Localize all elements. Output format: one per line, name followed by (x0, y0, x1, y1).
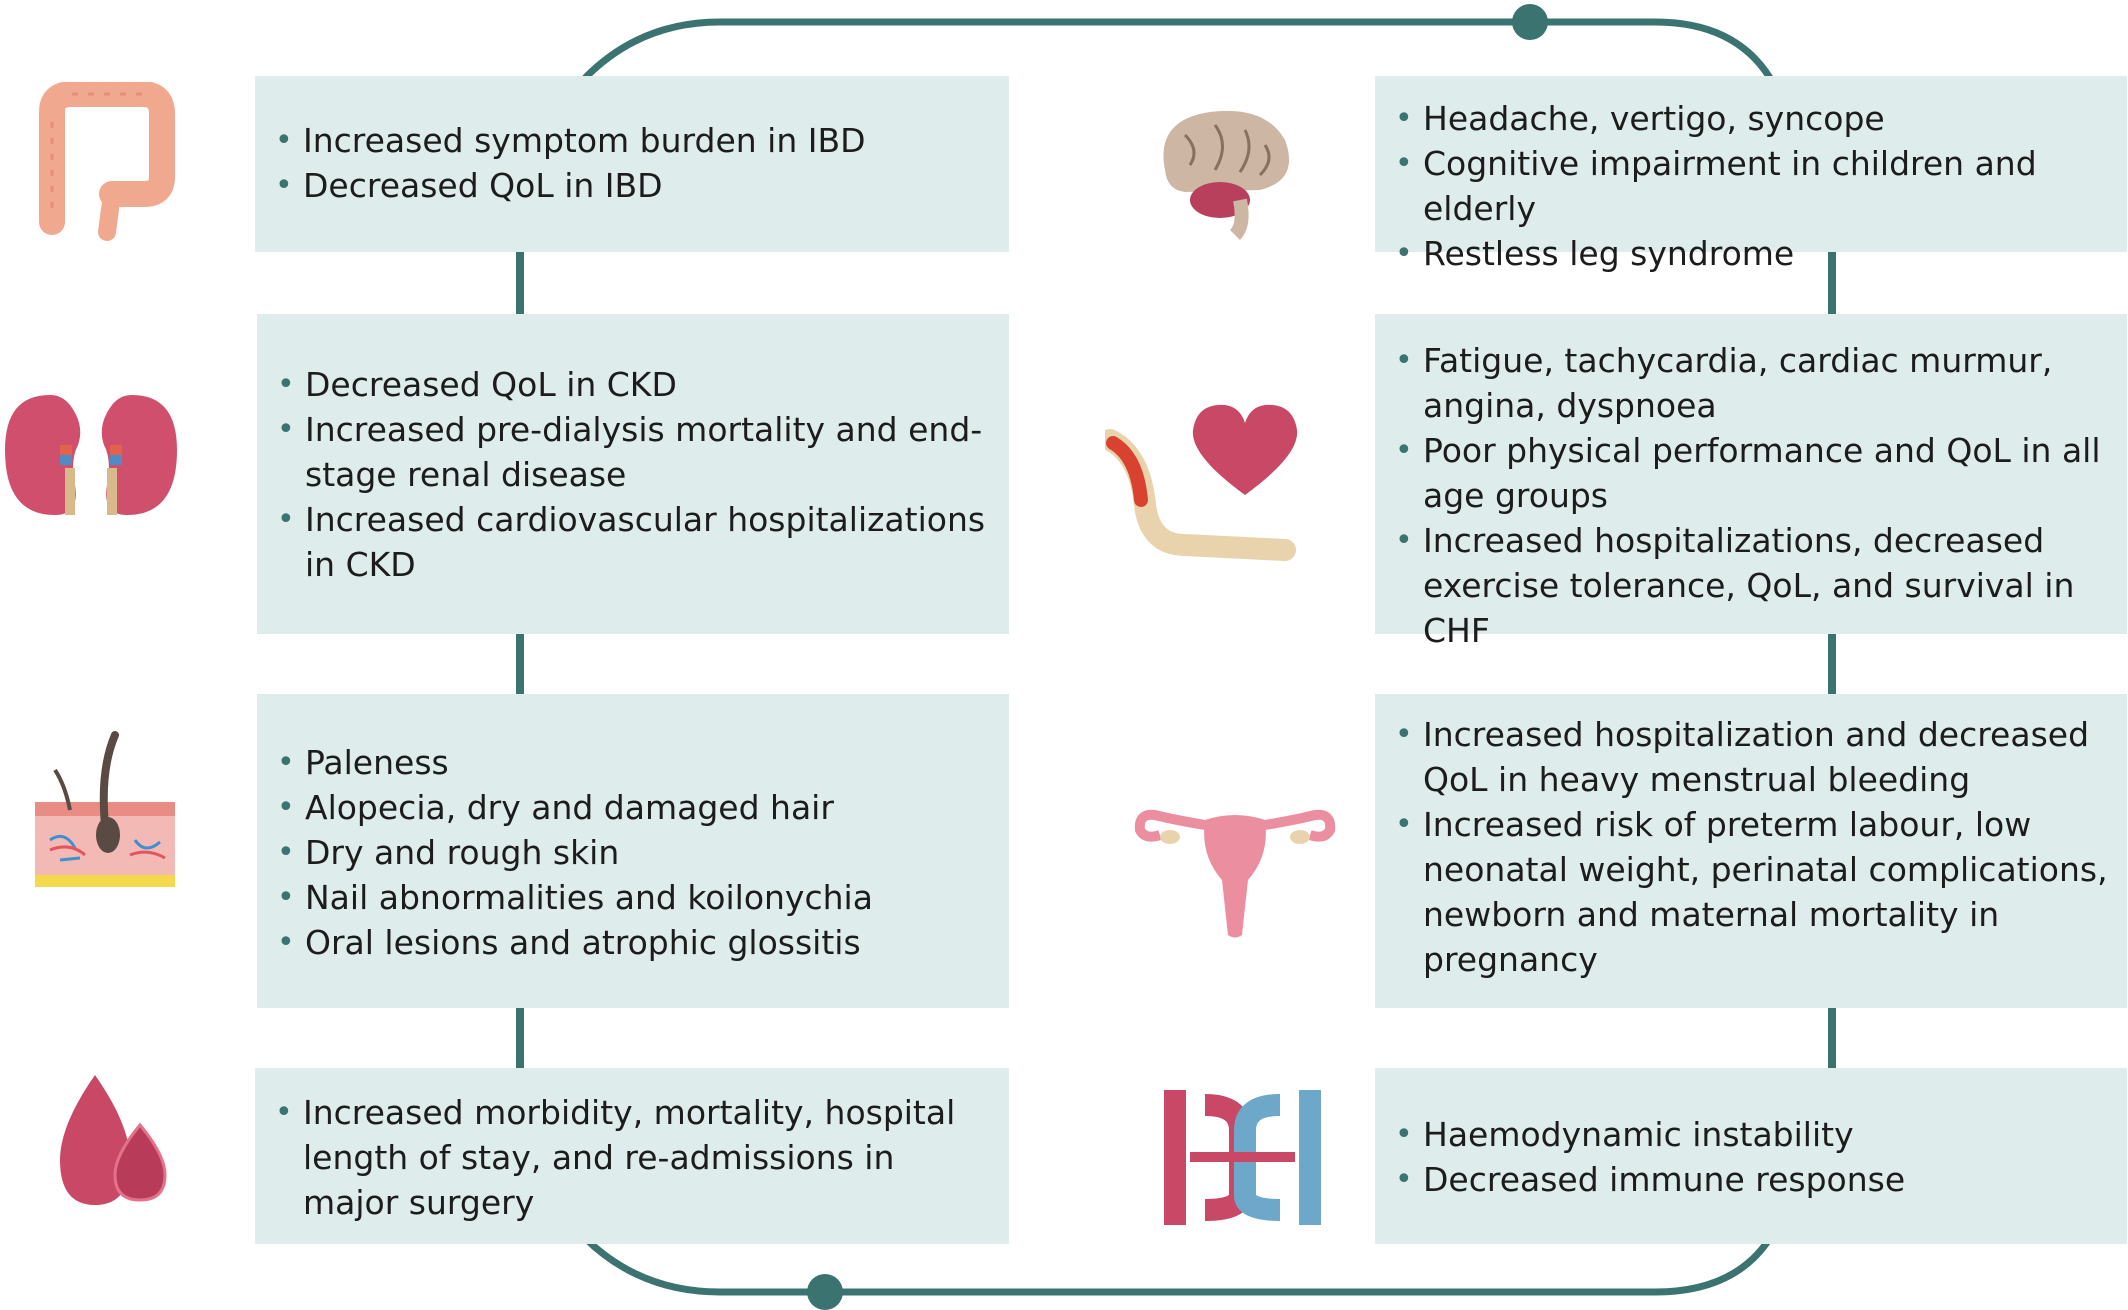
panel-uterus: Increased hospitalization and decreased … (1375, 694, 2127, 1008)
symptom-item: Decreased immune response (1383, 1157, 2127, 1202)
panel-kidney: Decreased QoL in CKD Increased pre-dialy… (257, 314, 1009, 634)
symptom-item: Increased morbidity, mortality, hospital… (263, 1090, 993, 1225)
panel-blood: Increased morbidity, mortality, hospital… (255, 1068, 1009, 1244)
kidneys-icon (5, 395, 177, 515)
symptom-item: Headache, vertigo, syncope (1383, 96, 2127, 141)
symptom-item: Alopecia, dry and damaged hair (265, 785, 1009, 830)
symptom-item: Increased hospitalization and decreased … (1383, 712, 2115, 802)
skin-hair-icon (35, 731, 175, 887)
symptom-item: Oral lesions and atrophic glossitis (265, 920, 1009, 965)
symptom-item: Fatigue, tachycardia, cardiac murmur, an… (1383, 338, 2115, 428)
bottom-connector-dot (807, 1274, 843, 1310)
heart-muscle-icon (1105, 404, 1298, 561)
symptom-item: Nail abnormalities and koilonychia (265, 875, 1009, 920)
brain-icon (1163, 110, 1290, 240)
symptom-item: Haemodynamic instability (1383, 1112, 2127, 1157)
intestine-icon (39, 82, 175, 241)
symptom-item: Poor physical performance and QoL in all… (1383, 428, 2115, 518)
symptom-item: Increased risk of preterm labour, low ne… (1383, 802, 2115, 982)
blood-drops-icon (60, 1075, 167, 1205)
uterus-icon (1134, 809, 1336, 938)
symptom-item: Increased symptom burden in IBD (263, 118, 1009, 163)
symptom-item: Decreased QoL in CKD (265, 362, 993, 407)
symptom-item: Cognitive impairment in children and eld… (1383, 141, 2127, 231)
symptom-item: Restless leg syndrome (1383, 231, 2127, 276)
panel-heart: Fatigue, tachycardia, cardiac murmur, an… (1375, 314, 2127, 650)
symptom-item: Increased pre-dialysis mortality and end… (265, 407, 993, 497)
symptom-item: Paleness (265, 740, 1009, 785)
symptom-item: Dry and rough skin (265, 830, 1009, 875)
panel-intestine: Increased symptom burden in IBD Decrease… (255, 76, 1009, 252)
panel-brain: Headache, vertigo, syncope Cognitive imp… (1375, 76, 2127, 276)
panel-skin: Paleness Alopecia, dry and damaged hair … (257, 694, 1009, 1008)
panel-circulation: Haemodynamic instability Decreased immun… (1375, 1068, 2127, 1244)
symptom-item: Increased hospitalizations, decreased ex… (1383, 518, 2115, 653)
symptom-item: Increased cardiovascular hospitalization… (265, 497, 993, 587)
symptom-item: Decreased QoL in IBD (263, 163, 1009, 208)
top-connector-dot (1512, 4, 1548, 40)
circulation-icon (1164, 1090, 1321, 1225)
